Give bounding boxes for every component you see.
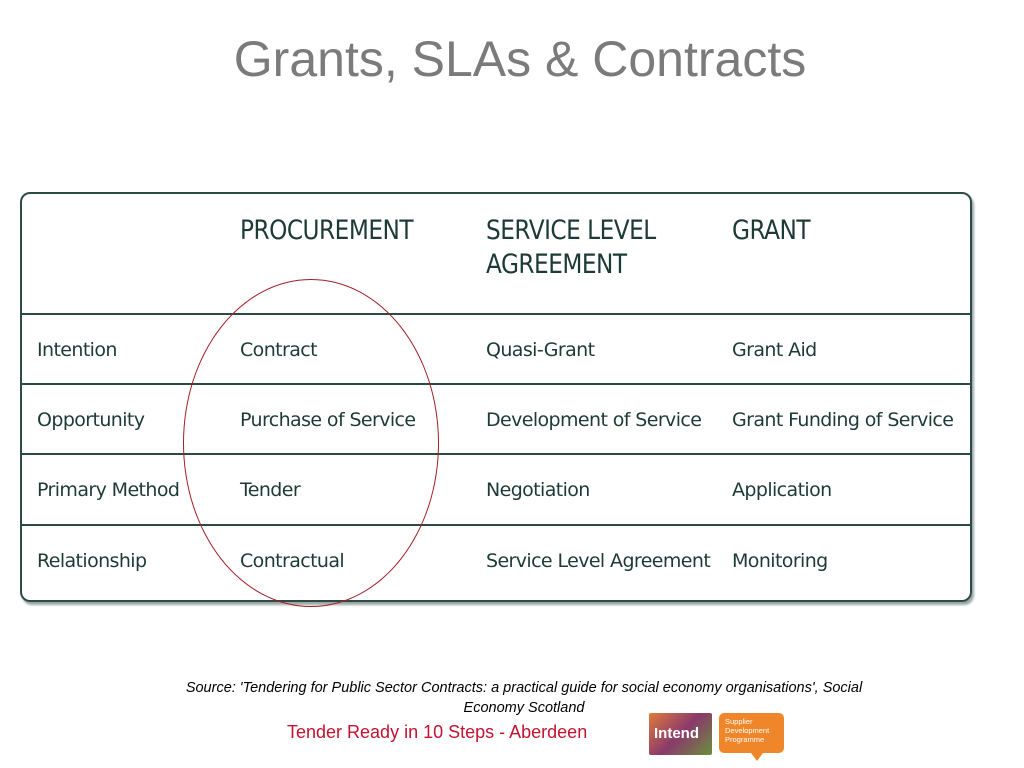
footer-text: Tender Ready in 10 Steps - Aberdeen	[287, 722, 588, 742]
cell-procurement: Contract	[240, 339, 318, 361]
table-row: Opportunity Purchase of Service Developm…	[22, 385, 970, 455]
header-procurement: PROCUREMENT	[240, 215, 414, 246]
table-header-row: PROCUREMENT SERVICE LEVEL AGREEMENT GRAN…	[22, 194, 970, 315]
cell-procurement: Purchase of Service	[240, 409, 416, 431]
cell-grant: Grant Aid	[732, 339, 817, 361]
cell-sla: Development of Service	[486, 409, 702, 431]
row-label: Relationship	[37, 550, 147, 572]
row-label: Primary Method	[37, 479, 180, 501]
row-label: Intention	[37, 339, 117, 361]
source-line1: Source: 'Tendering for Public Sector Con…	[185, 680, 863, 696]
cell-sla: Quasi-Grant	[486, 339, 595, 361]
intend-logo: Intend	[649, 713, 712, 755]
table-row: Intention Contract Quasi-Grant Grant Aid	[22, 315, 970, 385]
intend-logo-text: Intend	[654, 725, 699, 742]
supplier-development-programme-logo: Supplier Development Programme	[719, 713, 784, 761]
table-row: Primary Method Tender Negotiation Applic…	[22, 455, 970, 526]
source-citation: Source: 'Tendering for Public Sector Con…	[118, 678, 930, 718]
cell-grant: Application	[732, 479, 832, 501]
sdp-logo-text: Supplier Development Programme	[725, 717, 770, 744]
header-sla-line1: SERVICE LEVEL	[486, 215, 656, 246]
table-row: Relationship Contractual Service Level A…	[22, 526, 970, 600]
cell-procurement: Contractual	[240, 550, 345, 572]
header-sla-line2: AGREEMENT	[486, 249, 627, 280]
cell-grant: Grant Funding of Service	[732, 409, 954, 431]
cell-sla: Service Level Agreement	[486, 550, 711, 572]
cell-procurement: Tender	[240, 479, 301, 501]
cell-sla: Negotiation	[486, 479, 590, 501]
comparison-table: PROCUREMENT SERVICE LEVEL AGREEMENT GRAN…	[20, 192, 972, 602]
slide-title: Grants, SLAs & Contracts	[233, 31, 807, 87]
cell-grant: Monitoring	[732, 550, 828, 572]
row-label: Opportunity	[37, 409, 145, 431]
source-line2: Economy Scotland	[463, 700, 585, 716]
header-grant: GRANT	[732, 215, 811, 246]
header-sla: SERVICE LEVEL AGREEMENT	[486, 214, 656, 282]
